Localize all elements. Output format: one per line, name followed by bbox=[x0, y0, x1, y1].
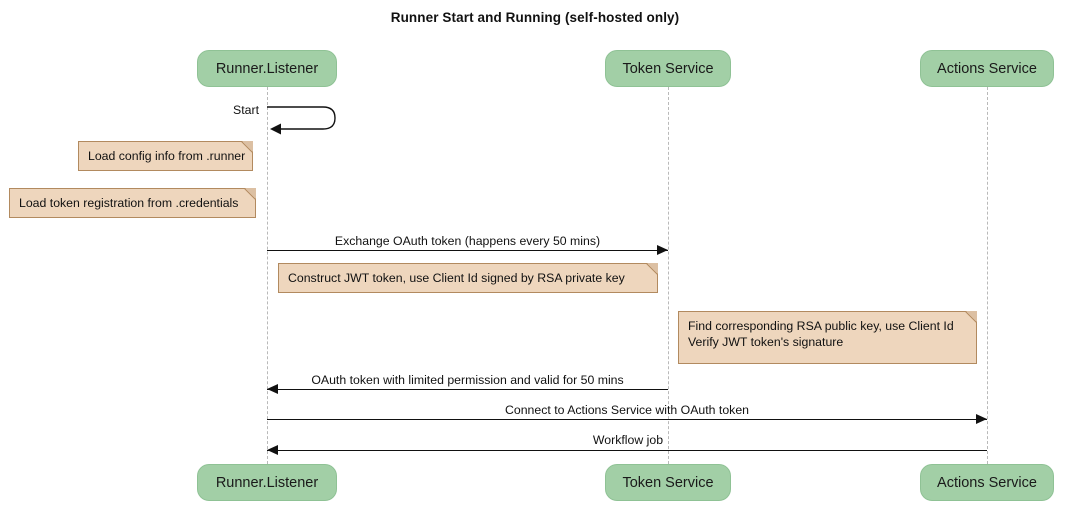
participant-token-bottom[interactable]: Token Service bbox=[605, 464, 731, 501]
lifeline-actions bbox=[987, 87, 988, 464]
note-load-token: Load token registration from .credential… bbox=[9, 188, 256, 218]
note-text: Load config info from .runner bbox=[88, 149, 246, 163]
note-fold-corner-icon bbox=[245, 188, 256, 199]
participant-label: Runner.Listener bbox=[215, 60, 319, 77]
participant-runner-bottom[interactable]: Runner.Listener bbox=[197, 464, 337, 501]
message-line-oauth-token-return bbox=[267, 389, 668, 390]
message-arrowhead-connect-actions bbox=[976, 414, 987, 424]
participant-runner-top[interactable]: Runner.Listener bbox=[197, 50, 337, 87]
message-line-exchange-oauth bbox=[267, 250, 668, 251]
message-arrowhead-oauth-token-return bbox=[267, 384, 278, 394]
lifeline-runner bbox=[267, 87, 268, 464]
message-label-exchange-oauth: Exchange OAuth token (happens every 50 m… bbox=[334, 234, 601, 248]
participant-label: Token Service bbox=[622, 474, 714, 491]
note-fold-corner-icon bbox=[966, 311, 977, 322]
participant-actions-top[interactable]: Actions Service bbox=[920, 50, 1054, 87]
note-load-config: Load config info from .runner bbox=[78, 141, 253, 171]
message-label-start: Start bbox=[233, 103, 259, 117]
message-label-oauth-token-return: OAuth token with limited permission and … bbox=[311, 373, 624, 387]
participant-label: Actions Service bbox=[937, 60, 1037, 77]
message-line-connect-actions bbox=[267, 419, 987, 420]
note-fold-corner-icon bbox=[647, 263, 658, 274]
message-arrowhead-workflow-job bbox=[267, 445, 278, 455]
note-text: Construct JWT token, use Client Id signe… bbox=[288, 271, 625, 285]
message-label-connect-actions: Connect to Actions Service with OAuth to… bbox=[504, 403, 750, 417]
note-fold-corner-icon bbox=[242, 141, 253, 152]
message-start-loop bbox=[267, 106, 336, 135]
message-arrowhead-exchange-oauth bbox=[657, 245, 668, 255]
note-verify-jwt: Find corresponding RSA public key, use C… bbox=[678, 311, 977, 364]
lifeline-token bbox=[668, 87, 669, 464]
participant-actions-bottom[interactable]: Actions Service bbox=[920, 464, 1054, 501]
participant-label: Runner.Listener bbox=[215, 474, 319, 491]
message-label-workflow-job: Workflow job bbox=[592, 433, 664, 447]
note-text: Load token registration from .credential… bbox=[19, 196, 239, 210]
participant-label: Token Service bbox=[622, 60, 714, 77]
message-line-workflow-job bbox=[267, 450, 987, 451]
note-construct-jwt: Construct JWT token, use Client Id signe… bbox=[278, 263, 658, 293]
participant-token-top[interactable]: Token Service bbox=[605, 50, 731, 87]
participant-label: Actions Service bbox=[937, 474, 1037, 491]
note-text: Find corresponding RSA public key, use C… bbox=[688, 319, 954, 349]
diagram-title: Runner Start and Running (self-hosted on… bbox=[390, 10, 680, 25]
